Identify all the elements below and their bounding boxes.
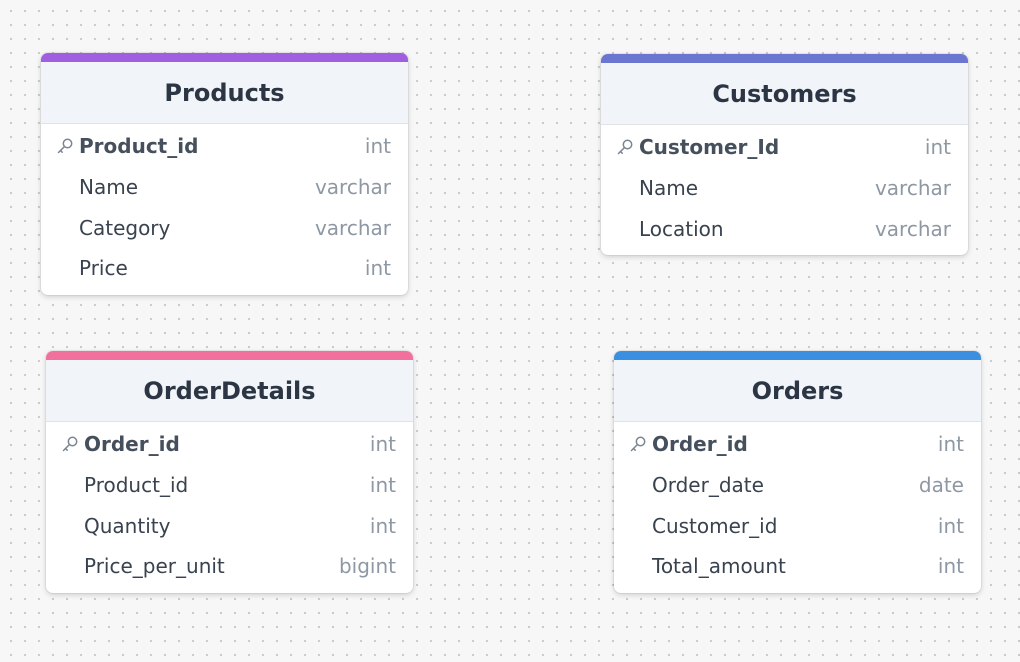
field-type: int <box>937 432 964 457</box>
field-row-primary-key[interactable]: Product_id int <box>41 126 408 167</box>
field-row-primary-key[interactable]: Customer_Id int <box>601 127 968 168</box>
field-row[interactable]: Product_id int <box>46 465 413 506</box>
field-type: varchar <box>314 175 391 200</box>
field-type: int <box>937 513 964 538</box>
field-row[interactable]: Name varchar <box>601 168 968 209</box>
key-column <box>61 435 84 453</box>
table-accent-bar <box>601 54 968 63</box>
field-name: Product_id <box>79 134 199 159</box>
field-type: int <box>369 513 396 538</box>
field-name: Location <box>639 216 724 241</box>
field-type: bigint <box>338 554 396 579</box>
field-row-primary-key[interactable]: Order_id int <box>614 424 981 465</box>
key-icon <box>61 435 79 453</box>
table-header[interactable]: OrderDetails <box>46 360 413 422</box>
field-name: Total_amount <box>652 554 786 579</box>
key-icon <box>629 435 647 453</box>
field-type: int <box>369 432 396 457</box>
field-name: Customer_id <box>652 513 778 538</box>
field-name: Price_per_unit <box>84 554 225 579</box>
table-accent-bar <box>41 53 408 62</box>
field-name: Price <box>79 256 128 281</box>
table-header[interactable]: Customers <box>601 63 968 125</box>
field-name: Quantity <box>84 513 171 538</box>
key-column <box>56 137 79 155</box>
field-row[interactable]: Order_date date <box>614 465 981 506</box>
table-accent-bar <box>614 351 981 360</box>
key-icon <box>616 138 634 156</box>
table-header[interactable]: Products <box>41 62 408 124</box>
field-row[interactable]: Name varchar <box>41 167 408 208</box>
key-column <box>629 435 652 453</box>
table-accent-bar <box>46 351 413 360</box>
field-row[interactable]: Category varchar <box>41 207 408 248</box>
field-type: varchar <box>314 215 391 240</box>
field-type: int <box>364 134 391 159</box>
table-header[interactable]: Orders <box>614 360 981 422</box>
field-name: Category <box>79 215 171 240</box>
field-row[interactable]: Price_per_unit bigint <box>46 546 413 587</box>
field-name: Order_date <box>652 473 764 498</box>
field-type: varchar <box>874 176 951 201</box>
key-column <box>616 138 639 156</box>
field-row[interactable]: Customer_id int <box>614 505 981 546</box>
field-type: varchar <box>874 216 951 241</box>
field-row[interactable]: Price int <box>41 248 408 289</box>
field-name: Name <box>79 175 139 200</box>
field-name: Order_id <box>652 432 748 457</box>
field-type: int <box>924 135 951 160</box>
field-type: int <box>364 256 391 281</box>
field-type: int <box>369 473 396 498</box>
field-type: date <box>918 473 964 498</box>
key-icon <box>56 137 74 155</box>
field-row[interactable]: Location varchar <box>601 208 968 249</box>
field-row[interactable]: Total_amount int <box>614 546 981 587</box>
field-name: Customer_Id <box>639 135 780 160</box>
field-type: int <box>937 554 964 579</box>
field-row[interactable]: Quantity int <box>46 505 413 546</box>
field-name: Product_id <box>84 473 189 498</box>
field-name: Order_id <box>84 432 180 457</box>
field-name: Name <box>639 176 699 201</box>
field-row-primary-key[interactable]: Order_id int <box>46 424 413 465</box>
